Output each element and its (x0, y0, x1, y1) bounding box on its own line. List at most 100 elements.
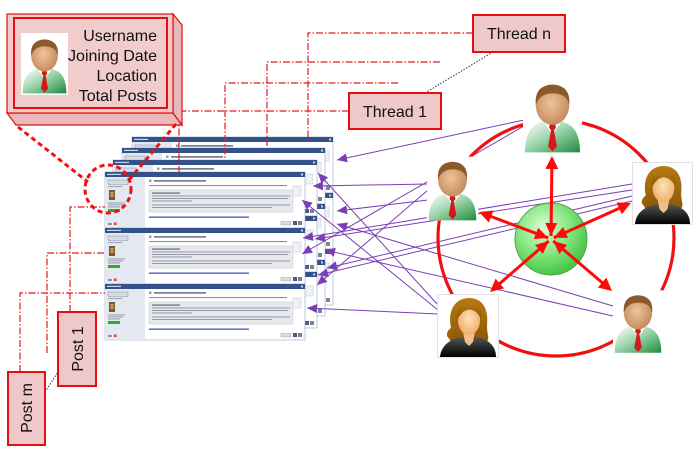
user-post-interactions (301, 119, 633, 317)
thread-connector-line (307, 32, 473, 137)
hub-arrow (479, 210, 549, 240)
post-signature-link[interactable] (149, 272, 249, 274)
post-author-reputation-bar (108, 209, 120, 212)
profile-card-bottom-face (5, 112, 184, 126)
thread-1-label: Thread 1 (348, 92, 442, 130)
post-multiquote-icon[interactable] (310, 321, 314, 325)
post-quote-author (152, 304, 180, 306)
post-quote-line (152, 204, 290, 206)
post-multiquote-icon[interactable] (318, 309, 322, 313)
interaction-link (326, 195, 633, 271)
female-user-icon[interactable] (632, 162, 693, 225)
forum-post (104, 227, 306, 285)
post-quote-line (152, 260, 290, 262)
post-multiquote-icon[interactable] (326, 298, 330, 302)
female-user-icon[interactable] (437, 294, 499, 358)
post-reply-icon[interactable] (293, 333, 297, 337)
post-body-text (149, 185, 287, 187)
post-author-username[interactable] (107, 235, 129, 241)
post-connector-line (19, 292, 105, 372)
post-report-icon[interactable] (114, 278, 117, 282)
post-quote-button[interactable] (280, 333, 292, 338)
post-quote-line (152, 316, 290, 318)
post-reply-icon[interactable] (305, 209, 309, 213)
post-title-text (162, 168, 214, 170)
post-side-box (304, 285, 314, 297)
post-quote-line (152, 312, 192, 314)
post-quote-line (152, 251, 290, 253)
interaction-line (301, 199, 439, 311)
hub-arrowhead-inward (553, 226, 569, 238)
post-number (321, 261, 323, 264)
post-signature-link[interactable] (149, 216, 249, 218)
post-signature-link[interactable] (149, 328, 249, 330)
post-author-highlight-ellipse (83, 163, 133, 215)
post-multiquote-icon[interactable] (298, 333, 302, 337)
post-online-status (108, 223, 112, 225)
post-number (329, 138, 331, 141)
thread-connector-line (224, 82, 398, 160)
post-author-location (108, 204, 123, 206)
forum-post (104, 171, 306, 229)
post-header-bar (132, 137, 333, 142)
post-report-icon[interactable] (114, 222, 117, 226)
interaction-arrowhead (317, 275, 328, 285)
post-date-text (107, 229, 121, 231)
male-user-icon[interactable] (523, 78, 582, 153)
post-multiquote-icon[interactable] (310, 209, 314, 213)
post-quote-line (152, 263, 272, 264)
post-quote-button[interactable] (280, 277, 292, 282)
thread-range-dotted-link (424, 51, 494, 94)
post-multiquote-icon[interactable] (310, 265, 314, 269)
interaction-link (317, 172, 439, 306)
post-reply-icon[interactable] (293, 221, 297, 225)
post-author-avatar-detail (110, 192, 114, 197)
interaction-arrowhead (302, 200, 313, 210)
interaction-link (336, 199, 429, 215)
post-multiquote-icon[interactable] (326, 186, 330, 190)
post-author-joined (108, 258, 125, 260)
hub-arrowhead-outward (597, 277, 612, 291)
post-author-joined (108, 314, 125, 316)
interaction-line (301, 125, 525, 255)
interaction-line (317, 172, 439, 306)
thread-page (104, 171, 306, 341)
post-author-reputation-bar (108, 265, 120, 268)
profile-field-joining-date: Joining Date (68, 48, 157, 65)
interaction-arrowhead (337, 205, 348, 215)
post-header-bar (122, 148, 325, 153)
post-multiquote-icon[interactable] (318, 253, 322, 257)
interaction-line (324, 249, 614, 317)
post-m-text: Post m (19, 383, 36, 433)
post-quote-button[interactable] (280, 221, 292, 226)
post-number (301, 229, 303, 232)
post-reply-icon[interactable] (293, 277, 297, 281)
post-date-text (124, 149, 138, 151)
post-author-posts (108, 206, 120, 208)
post-multiquote-icon[interactable] (318, 197, 322, 201)
post-author-username[interactable] (107, 291, 129, 297)
post-report-icon[interactable] (114, 334, 117, 338)
post-header-bar (105, 172, 305, 177)
post-author-username[interactable] (107, 179, 129, 185)
post-reply-icon[interactable] (305, 265, 309, 269)
post-title-icon (149, 179, 152, 182)
interaction-arrowhead (302, 245, 313, 254)
post-date-text (115, 161, 129, 163)
interaction-link (306, 303, 439, 315)
male-user-icon[interactable] (427, 156, 478, 221)
post-title-icon (166, 155, 169, 158)
thread-connectors (178, 32, 473, 172)
hub-arrowhead-outward (479, 210, 494, 223)
post-author-avatar-detail (110, 304, 114, 309)
post-reply-icon[interactable] (305, 321, 309, 325)
post-multiquote-icon[interactable] (298, 221, 302, 225)
post-author-location (108, 316, 123, 318)
male-user-icon (21, 34, 68, 94)
male-user-icon[interactable] (613, 290, 663, 353)
post-multiquote-icon[interactable] (326, 242, 330, 246)
post-multiquote-icon[interactable] (298, 277, 302, 281)
interaction-line (312, 183, 429, 187)
post-range-dotted-link (44, 371, 59, 393)
